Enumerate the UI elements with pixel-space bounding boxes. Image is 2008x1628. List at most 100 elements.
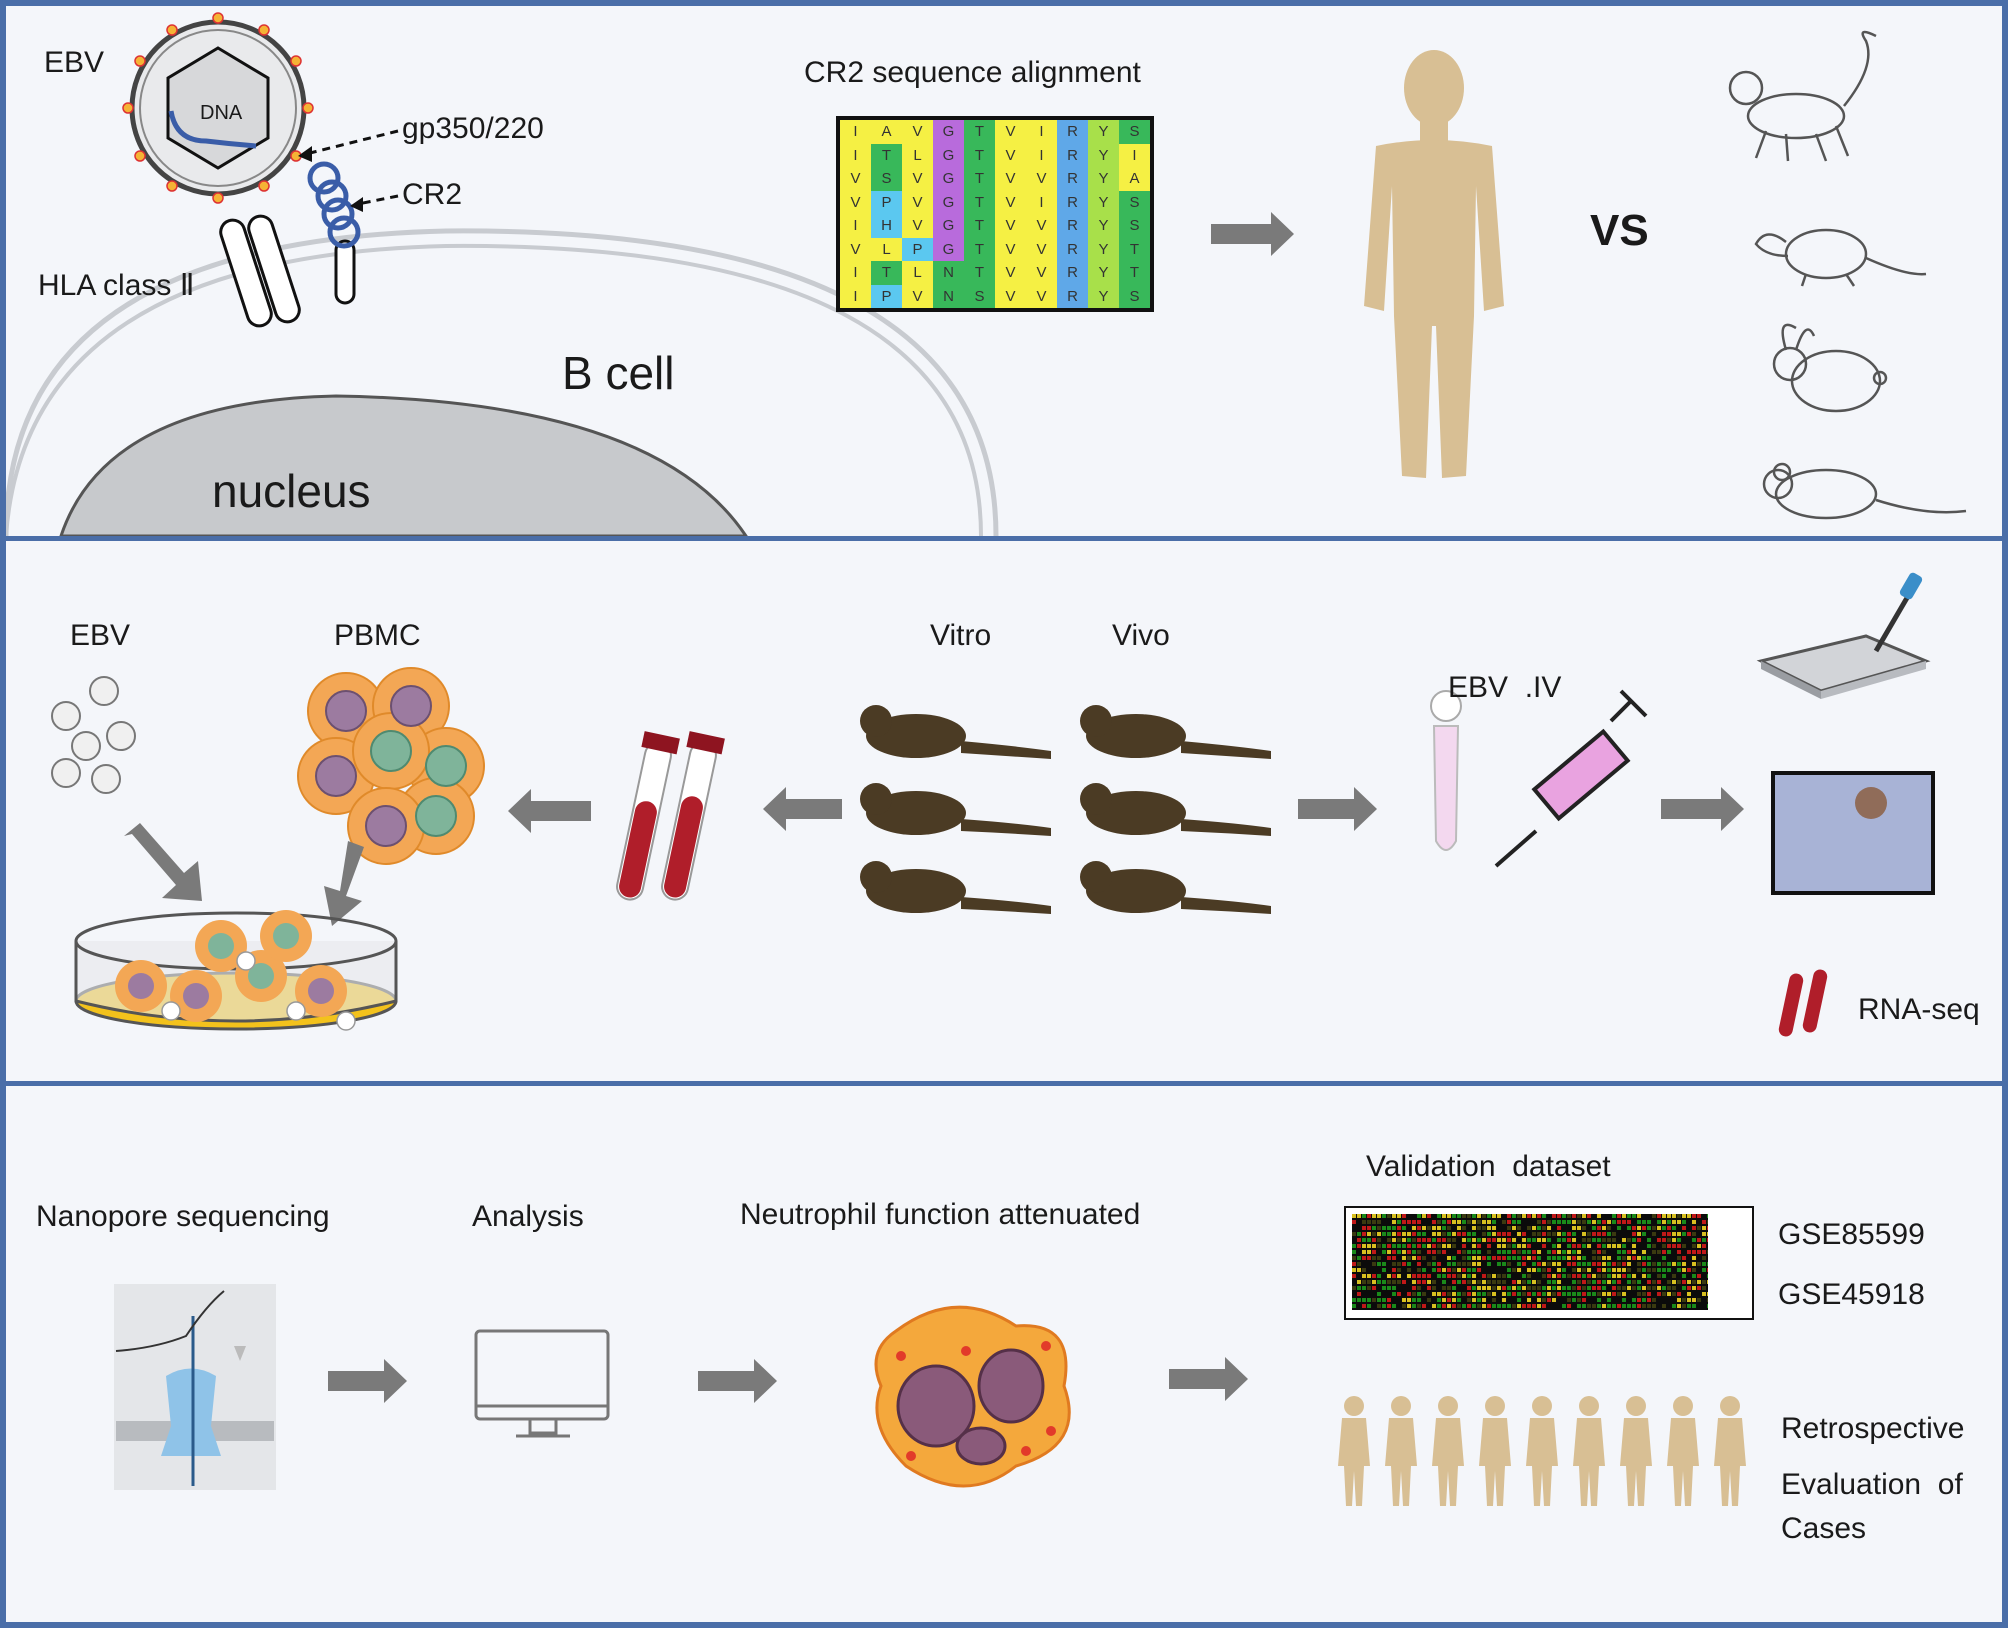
alignment-cell: R	[1057, 167, 1088, 191]
alignment-cell: V	[902, 284, 933, 308]
nanopore-icon	[114, 1284, 276, 1490]
alignment-cell: L	[871, 237, 902, 261]
alignment-cell: V	[1026, 214, 1057, 238]
alignment-cell: Y	[1088, 284, 1119, 308]
alignment-cell: G	[933, 167, 964, 191]
alignment-cell: R	[1057, 120, 1088, 144]
heatmap-texture	[1352, 1214, 1711, 1308]
alignment-cell: N	[933, 261, 964, 285]
alignment-cell: T	[964, 120, 995, 144]
alignment-cell: T	[964, 167, 995, 191]
alignment-cell: V	[995, 143, 1026, 167]
tree-shrew-vivo-1	[1080, 705, 1271, 759]
virus-vial-icon	[1430, 690, 1462, 851]
nucleus-label: nucleus	[212, 465, 371, 517]
alignment-cell: P	[902, 237, 933, 261]
alignment-cell: V	[840, 237, 871, 261]
blood-tubes-icon	[616, 731, 725, 901]
hla-class-ii-molecule	[219, 214, 301, 328]
alignment-cell: Y	[1088, 167, 1119, 191]
alignment-cell: Y	[1088, 190, 1119, 214]
tree-shrew-vitro-2	[860, 783, 1051, 836]
monitor-icon	[474, 1329, 610, 1438]
heatmap-box	[1344, 1206, 1754, 1320]
arrows-to-dish	[124, 823, 364, 926]
arrow-body	[1211, 224, 1271, 244]
alignment-cell: V	[995, 167, 1026, 191]
alignment-cell: I	[1026, 143, 1057, 167]
arrow-right-body-2	[1661, 799, 1721, 819]
alignment-cell: R	[1057, 190, 1088, 214]
arrow-p3-1-body	[328, 1371, 384, 1391]
alignment-cell: A	[1119, 167, 1150, 191]
alignment-cell: S	[1119, 120, 1150, 144]
alignment-cell: S	[1119, 284, 1150, 308]
alignment-cell: I	[840, 120, 871, 144]
retro-line2: Evaluation of	[1781, 1468, 1963, 1501]
alignment-cell: I	[840, 261, 871, 285]
petri-dish-icon	[74, 910, 398, 1031]
alignment-cell: V	[995, 284, 1026, 308]
vs-label: VS	[1590, 206, 1649, 255]
validation-label: Validation dataset	[1366, 1150, 1611, 1183]
nucleus-shape	[59, 394, 748, 536]
alignment-cell: V	[995, 214, 1026, 238]
alignment-cell: V	[902, 120, 933, 144]
alignment-cell: T	[1119, 261, 1150, 285]
alignment-cell: Y	[1088, 143, 1119, 167]
arrow-p3-1-head	[384, 1359, 407, 1403]
plate-pipette-icon	[1756, 572, 1931, 699]
panel1-illustration	[6, 12, 1967, 536]
alignment-cell: V	[902, 214, 933, 238]
alignment-cell: Y	[1088, 120, 1119, 144]
rnaseq-label: RNA-seq	[1858, 993, 1980, 1026]
ebv-particles-icon	[51, 676, 136, 794]
alignment-cell: T	[964, 190, 995, 214]
alignment-cell: R	[1057, 143, 1088, 167]
animal-line-art	[1728, 30, 1967, 520]
alignment-cell: L	[902, 261, 933, 285]
arrow-left-head-1	[508, 789, 531, 833]
alignment-cell: S	[964, 284, 995, 308]
gp350-label: gp350/220	[402, 112, 544, 145]
pbmc-label: PBMC	[334, 619, 421, 652]
alignment-cell: T	[871, 143, 902, 167]
alignment-cell: Y	[1088, 214, 1119, 238]
arrow-left-body-2	[786, 799, 842, 819]
syringe-icon	[1494, 689, 1648, 868]
gp350-pointer	[305, 129, 399, 156]
ebv-iv-label: EBV .IV	[1448, 671, 1562, 704]
alignment-cell: R	[1057, 284, 1088, 308]
alignment-cell: T	[964, 261, 995, 285]
retro-line1: Retrospective	[1781, 1412, 1965, 1445]
alignment-cell: S	[871, 167, 902, 191]
tree-shrew-vitro-3	[860, 861, 1051, 914]
heatmap-image	[1352, 1214, 1711, 1310]
arrow-right-head-2	[1721, 787, 1744, 831]
panel2-illustration	[51, 572, 1935, 1037]
arrow-p3-2-body	[698, 1371, 754, 1391]
arrow-p3-3-body	[1169, 1369, 1225, 1389]
cell-membrane-inner	[6, 243, 983, 536]
alignment-cell: I	[1119, 143, 1150, 167]
cr2-receptor	[307, 161, 361, 305]
nanopore-label: Nanopore sequencing	[36, 1200, 330, 1233]
alignment-cell: S	[1119, 214, 1150, 238]
arrow-right-head-1	[1354, 787, 1377, 831]
alignment-cell: V	[995, 120, 1026, 144]
mouse-icon	[1762, 462, 1967, 520]
ihc-stain-image	[1771, 771, 1935, 895]
alignment-cell: T	[871, 261, 902, 285]
dna-label: DNA	[200, 102, 243, 124]
alignment-cell: R	[1057, 214, 1088, 238]
alignment-cell: Y	[1088, 237, 1119, 261]
b-cell-label: B cell	[562, 347, 675, 399]
alignment-cell: T	[964, 237, 995, 261]
neutrophil-icon	[874, 1305, 1071, 1488]
alignment-cell: V	[995, 190, 1026, 214]
vivo-label: Vivo	[1112, 619, 1170, 652]
alignment-cell: I	[1026, 190, 1057, 214]
alignment-cell: R	[1057, 261, 1088, 285]
